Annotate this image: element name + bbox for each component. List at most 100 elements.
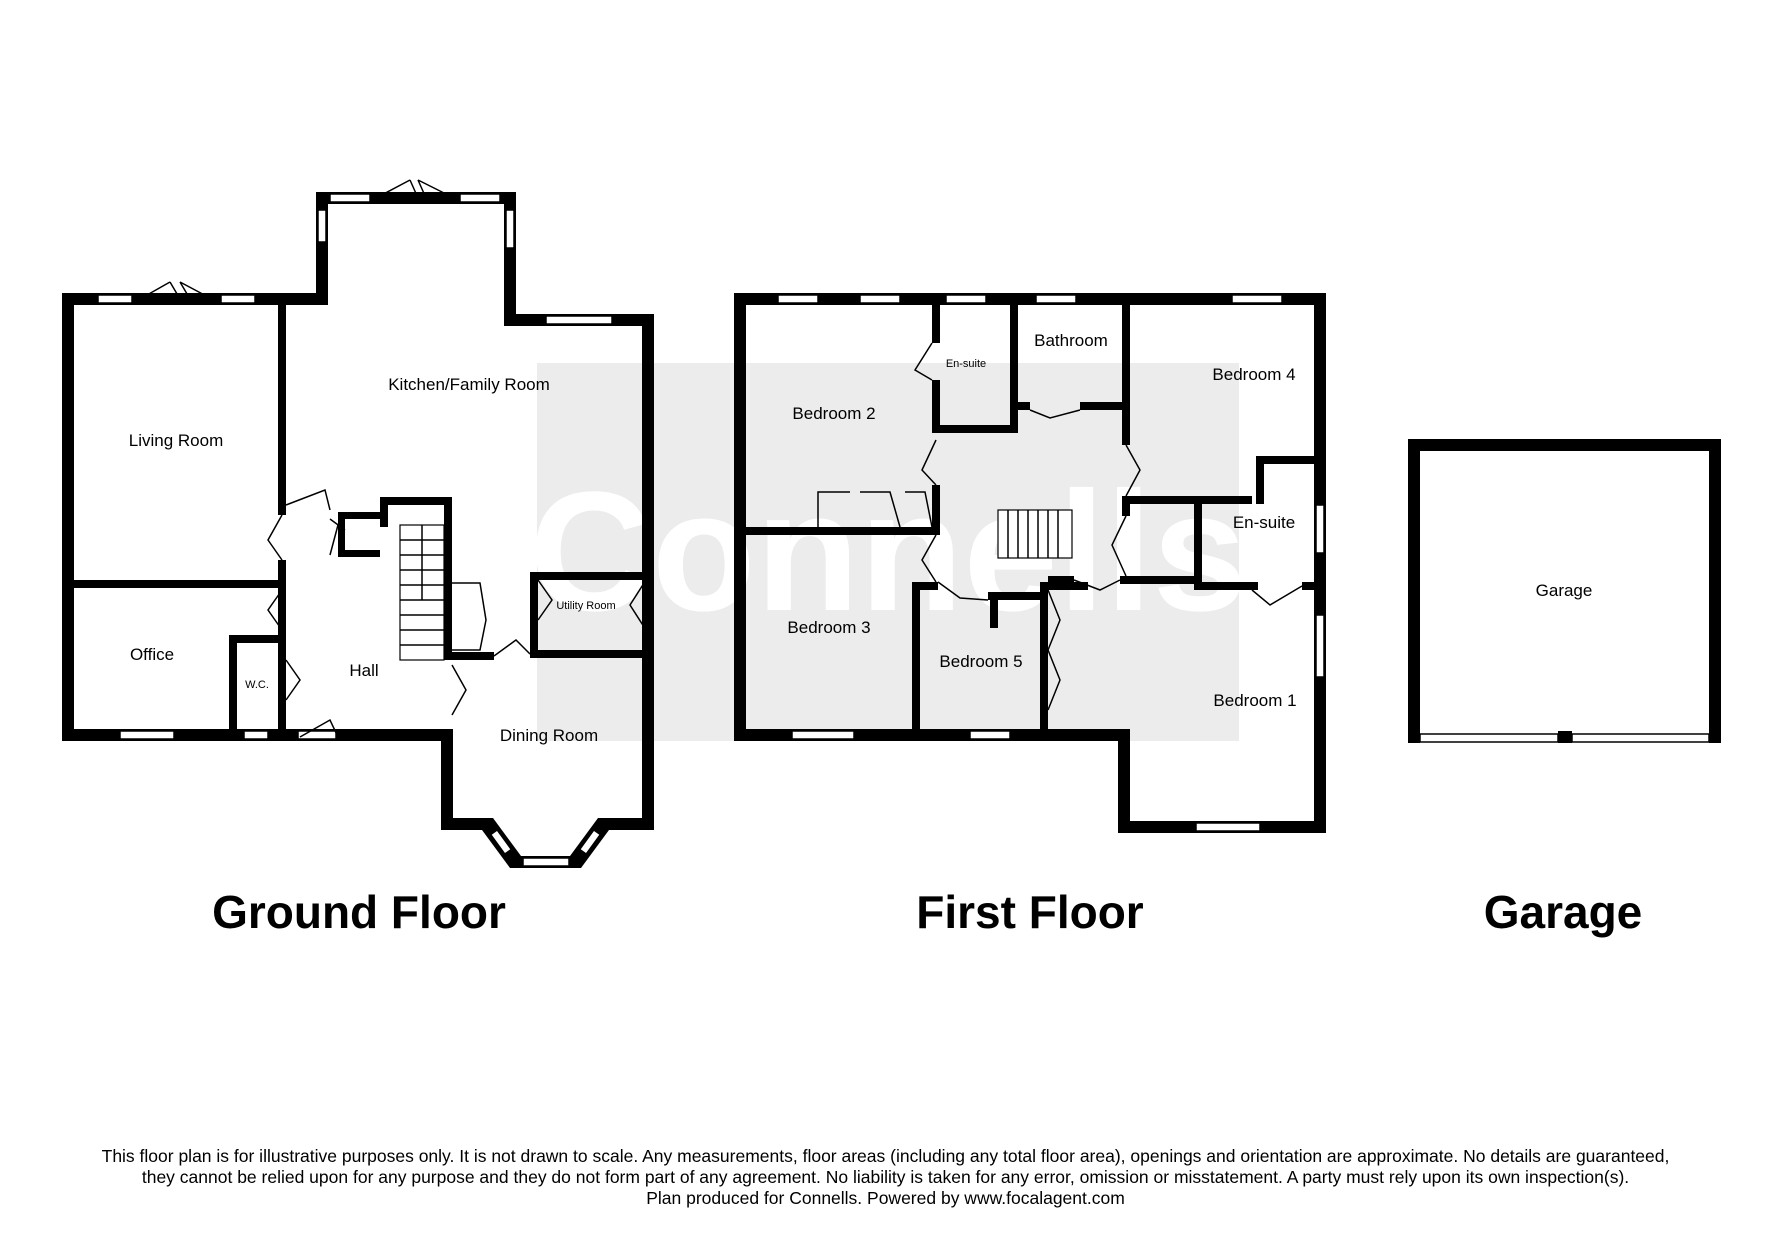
window [243,730,269,740]
wall [278,305,286,515]
window [969,730,1011,740]
window [459,193,501,203]
window [578,828,602,856]
wall [1040,729,1120,741]
room-label-office: Office [130,645,174,664]
wall [734,293,746,741]
wall [380,497,388,527]
room-label-ensuite-1: En-suite [1233,513,1295,532]
window [220,294,256,304]
watermark: Connells [529,363,1247,741]
wall [316,192,328,305]
wall [932,485,940,535]
door [1125,444,1141,497]
disclaimer: This floor plan is for illustrative purp… [30,1146,1741,1209]
ground-floor-plan: Living Room Kitchen/Family Room Office W… [62,179,654,868]
window [489,828,513,856]
wall [441,729,453,830]
wall [1040,582,1048,729]
garage-door [1571,733,1710,743]
wall [380,497,452,505]
door [299,718,339,738]
wall [932,305,940,343]
wardrobe [1047,589,1061,711]
room-label-living-room: Living Room [129,431,224,450]
french-door [139,281,213,300]
garage-plan: Garage [1408,439,1721,743]
first-floor-plan: Bedroom 2 En-suite Bathroom Bedroom 4 En… [734,293,1326,833]
door [921,534,937,583]
door [1251,585,1303,606]
french-door [375,179,455,199]
wall [1010,305,1018,433]
room-label-bedroom-5: Bedroom 5 [939,652,1022,671]
room-label-utility: Utility Room [556,600,615,612]
disclaimer-line: This floor plan is for illustrative purp… [101,1146,1670,1166]
wall [338,512,345,557]
first-staircase [997,509,1073,559]
wall [1080,402,1130,410]
wall [1408,439,1721,451]
window [1315,504,1325,554]
wall [1194,582,1258,590]
door [285,488,331,511]
wall [278,560,286,729]
door [537,579,553,621]
door [285,659,301,701]
wall [1194,496,1202,589]
door [329,518,346,556]
wall [229,635,237,729]
wall [1122,305,1130,445]
wall [444,652,494,660]
wall [1709,439,1721,743]
cupboard-door [452,582,487,651]
wall [1408,439,1420,743]
room-label-hall: Hall [349,661,378,680]
wall [441,818,493,830]
wall [598,818,654,830]
wall [642,314,654,830]
wall [530,572,538,658]
window [1315,614,1325,678]
garage-door [1419,733,1559,743]
wall [1256,456,1264,504]
door [1111,515,1127,577]
window [791,730,855,740]
wall [1048,576,1074,584]
window [522,857,570,867]
window [1035,294,1077,304]
room-label-garage: Garage [1536,581,1593,600]
wall [444,497,452,659]
wall [229,635,286,643]
wardrobe [817,491,933,528]
door [629,579,647,631]
wall [1302,582,1318,590]
door [1073,579,1121,591]
door [937,581,989,601]
wall [338,550,380,557]
ground-floor-title: Ground Floor [212,886,506,938]
room-label-bedroom-3: Bedroom 3 [787,618,870,637]
wall [990,592,998,628]
room-label-bedroom-4: Bedroom 4 [1212,365,1295,384]
room-label-bedroom-1: Bedroom 1 [1213,691,1296,710]
window [777,294,819,304]
wall [912,582,920,729]
watermark-logo-text: Connells [529,457,1247,647]
wall [932,425,1018,433]
wall [1010,402,1030,410]
window [97,294,133,304]
window [317,209,327,243]
wall [912,582,938,590]
wall [1122,496,1130,516]
wall [1120,576,1194,584]
room-label-bathroom: Bathroom [1034,331,1108,350]
wall [988,592,1048,600]
wall [932,380,940,432]
wall [1118,729,1130,833]
garage-title: Garage [1484,886,1643,938]
wall [1558,731,1572,743]
door [493,639,531,657]
window [945,294,987,304]
